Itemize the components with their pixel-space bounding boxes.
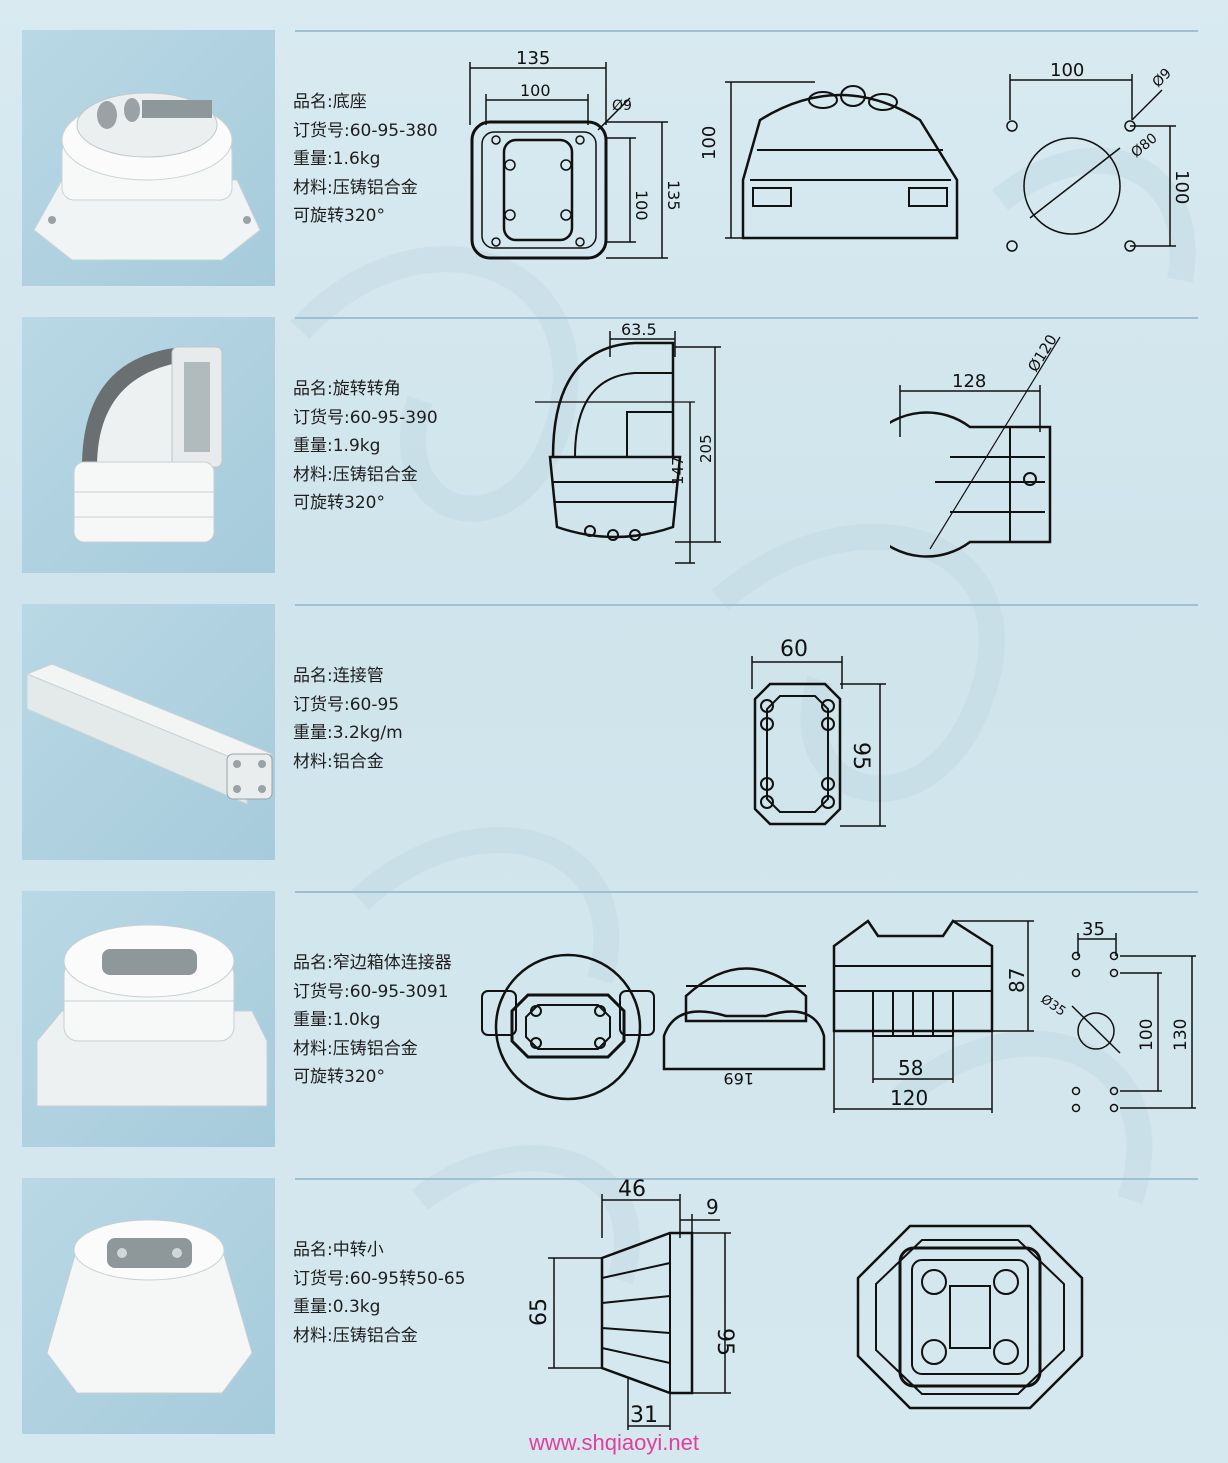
dim-label: 95: [848, 742, 873, 770]
spec-material: 材料:铝合金: [293, 751, 384, 772]
dim-label: Ø35: [1040, 992, 1068, 1020]
product-row-connecting-tube: 品名:连接管 订货号:60-95 重量:3.2kg/m 材料:铝合金 60 95: [0, 604, 1228, 860]
drawing-top-view: [856, 1224, 1084, 1410]
dim-label: 100: [520, 81, 551, 100]
dim-label: Ø9: [612, 98, 632, 114]
product-photo-connecting-tube: [22, 604, 275, 860]
dim-label: 100: [1050, 60, 1084, 81]
spec-name: 品名:旋转转角: [293, 379, 401, 399]
drawing-profile-section: 60 95: [751, 637, 886, 827]
dim-label: 100: [632, 190, 651, 221]
spec-weight: 重量:1.9kg: [293, 436, 381, 456]
spec-order-no: 订货号:60-95: [293, 694, 400, 715]
spec-list: 品名:窄边箱体连接器 订货号:60-95-3091 重量:1.0kg 材料:压铸…: [293, 949, 452, 1092]
dim-label: 100: [699, 126, 720, 160]
product-photo-base: [22, 30, 275, 286]
dim-label: 95: [712, 1328, 737, 1356]
drawing-hole-pattern: 100 Ø9 Ø80 100: [1006, 60, 1192, 252]
drawing-side-view: 100: [699, 81, 959, 240]
product-photo-narrow-box-connector: [22, 891, 275, 1147]
row-divider: [295, 30, 1198, 32]
product-row-swivel-corner: 品名:旋转转角 订货号:60-95-390 重量:1.9kg 材料:压铸铝合金 …: [0, 317, 1228, 573]
spec-rotation: 可旋转320°: [293, 206, 385, 226]
drawing-hole-pattern: 35 Ø35 100 130: [1040, 919, 1196, 1113]
spec-order-no: 订货号:60-95转50-65: [293, 1268, 466, 1289]
spec-material: 材料:压铸铝合金: [293, 177, 418, 198]
dim-label: Ø120: [1024, 331, 1061, 375]
drawing-front-view: 58 120 87: [832, 919, 1034, 1113]
spec-material: 材料:压铸铝合金: [293, 1325, 418, 1346]
row-divider: [295, 604, 1198, 606]
drawing-top-view: [481, 953, 655, 1101]
spec-rotation: 可旋转320°: [293, 493, 385, 513]
dim-label: Ø80: [1128, 130, 1160, 161]
dim-label: 100: [1171, 170, 1192, 204]
product-row-base: 品名:底座 订货号:60-95-380 重量:1.6kg 材料:压铸铝合金 可旋…: [0, 30, 1228, 286]
dim-label: 31: [630, 1403, 658, 1428]
spec-name: 品名:中转小: [293, 1240, 384, 1260]
dim-label: 130: [1171, 1019, 1191, 1051]
dim-label: 100: [1137, 1019, 1157, 1051]
dim-label: 35: [1082, 919, 1105, 940]
spec-order-no: 订货号:60-95-3091: [293, 981, 449, 1002]
dim-label: 128: [952, 371, 986, 392]
dim-label: 205: [697, 434, 715, 463]
spec-weight: 重量:1.6kg: [293, 149, 381, 169]
row-divider: [295, 317, 1198, 319]
dim-label: 60: [780, 637, 808, 662]
dim-label: 65: [527, 1298, 552, 1326]
spec-name: 品名:底座: [293, 92, 367, 112]
dim-label: 63.5: [621, 320, 657, 339]
drawing-side-view: 169: [662, 967, 826, 1088]
product-row-small-adapter: 品名:中转小 订货号:60-95转50-65 重量:0.3kg 材料:压铸铝合金…: [0, 1178, 1228, 1434]
dim-label: 135: [664, 180, 683, 211]
spec-weight: 重量:3.2kg/m: [293, 723, 403, 743]
spec-list: 品名:连接管 订货号:60-95 重量:3.2kg/m 材料:铝合金: [293, 662, 403, 776]
drawing-front-view: 128 Ø120: [890, 331, 1061, 558]
product-row-narrow-box-connector: 品名:窄边箱体连接器 订货号:60-95-3091 重量:1.0kg 材料:压铸…: [0, 891, 1228, 1147]
spec-name: 品名:窄边箱体连接器: [293, 953, 452, 973]
spec-material: 材料:压铸铝合金: [293, 464, 418, 485]
dim-label: 135: [516, 48, 550, 69]
dim-label: 169: [723, 1069, 754, 1088]
spec-order-no: 订货号:60-95-380: [293, 120, 438, 141]
dim-label: 46: [618, 1178, 646, 1202]
spec-rotation: 可旋转320°: [293, 1067, 385, 1087]
dim-label: 120: [890, 1086, 928, 1110]
dim-label: Ø9: [1150, 65, 1175, 90]
dim-label: 58: [898, 1056, 923, 1080]
spec-list: 品名:中转小 订货号:60-95转50-65 重量:0.3kg 材料:压铸铝合金: [293, 1236, 466, 1350]
drawing-side-view: 63.5 147 205: [535, 320, 721, 564]
spec-name: 品名:连接管: [293, 666, 384, 686]
spec-list: 品名:底座 订货号:60-95-380 重量:1.6kg 材料:压铸铝合金 可旋…: [293, 88, 438, 231]
row-divider: [295, 1178, 1198, 1180]
product-photo-small-adapter: [22, 1178, 275, 1434]
row-divider: [295, 891, 1198, 893]
drawing-top-view: 135 100 Ø9 100 135: [469, 48, 683, 260]
dim-label: 87: [1005, 968, 1029, 993]
dim-label: 147: [669, 456, 687, 485]
spec-list: 品名:旋转转角 订货号:60-95-390 重量:1.9kg 材料:压铸铝合金 …: [293, 375, 438, 518]
spec-weight: 重量:1.0kg: [293, 1010, 381, 1030]
dim-label: 9: [706, 1195, 719, 1219]
footer-url[interactable]: www.shqiaoyi.net: [529, 1430, 699, 1455]
drawing-side-view: 46 9 65 95 31: [527, 1178, 737, 1430]
spec-weight: 重量:0.3kg: [293, 1297, 381, 1317]
spec-material: 材料:压铸铝合金: [293, 1038, 418, 1059]
product-photo-swivel-corner: [22, 317, 275, 573]
spec-order-no: 订货号:60-95-390: [293, 407, 438, 428]
